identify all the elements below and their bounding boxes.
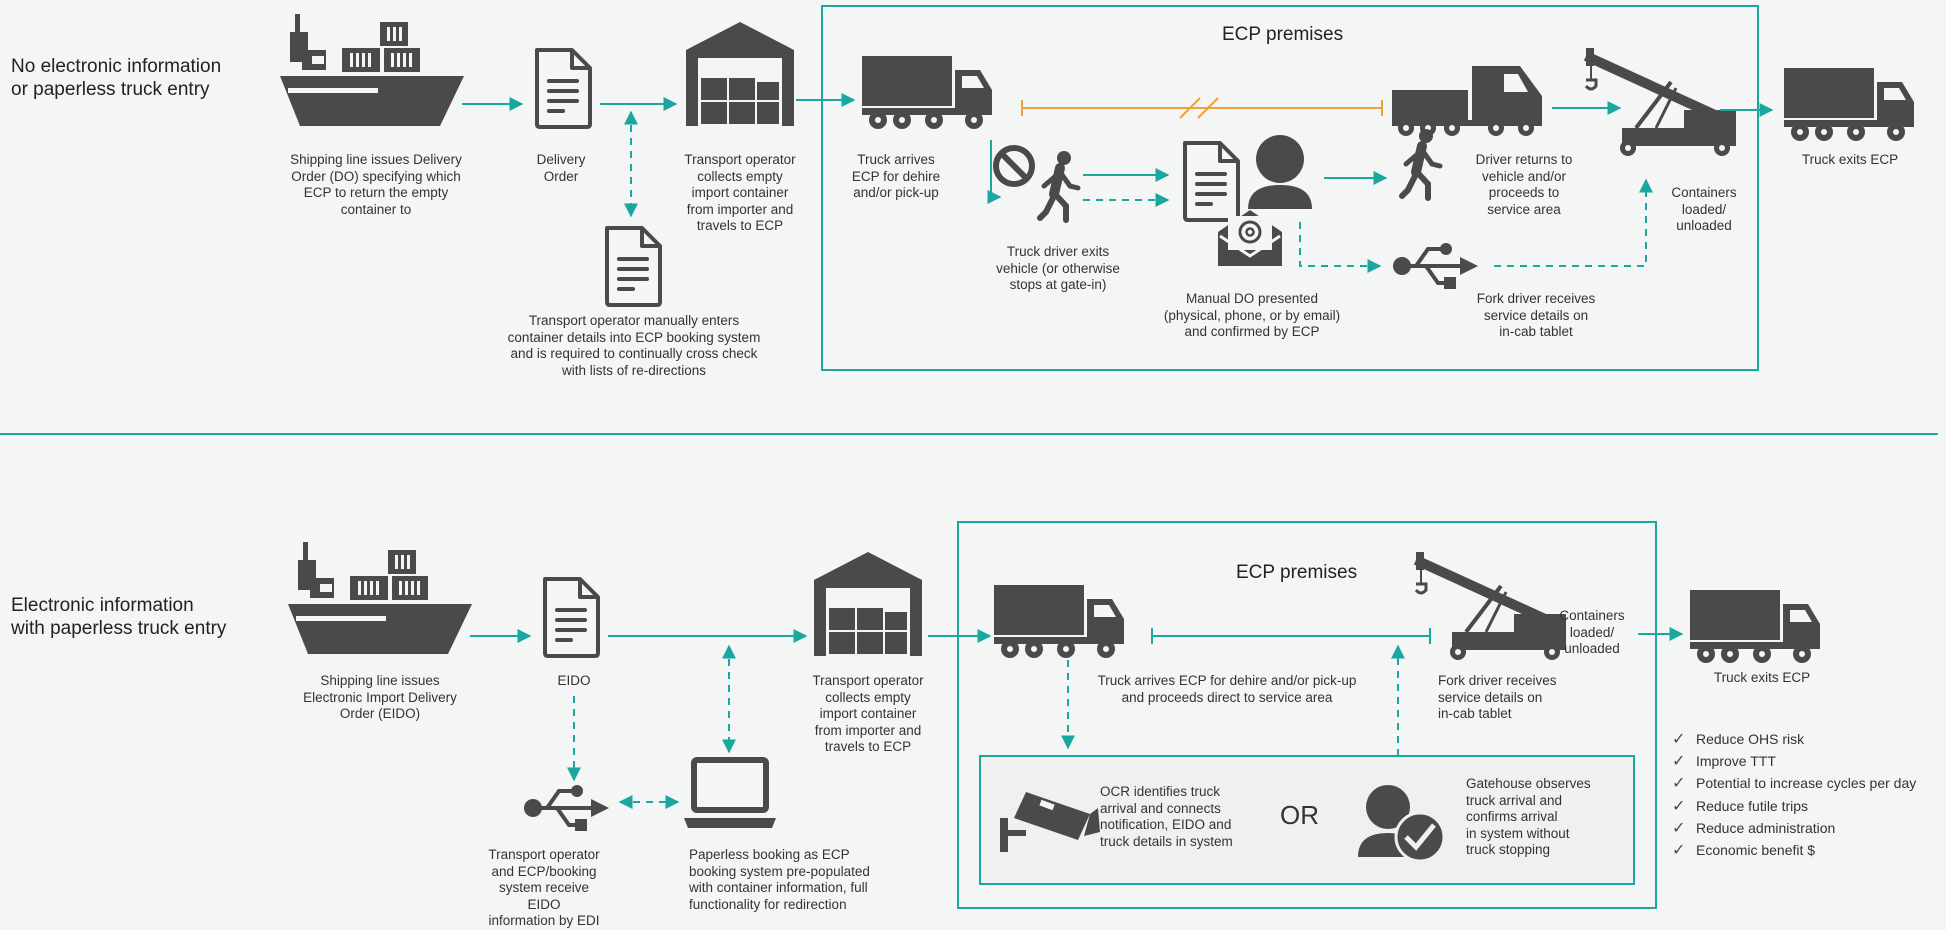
benefit-item: ✓Reduce OHS risk: [1672, 731, 1805, 749]
crane-icon: [1416, 552, 1566, 660]
warehouse-icon: [814, 552, 922, 656]
document-icon: [535, 48, 592, 129]
truck-icon: [994, 585, 1124, 658]
usb-icon: [1391, 241, 1480, 291]
caption-eido: EIDO: [557, 673, 591, 688]
document-icon: [1183, 141, 1240, 222]
benefit-item: ✓Economic benefit $: [1672, 842, 1816, 860]
document-icon: [543, 577, 600, 658]
benefit-item: ✓Reduce administration: [1672, 819, 1836, 837]
premises-label-bottom: ECP premises: [1236, 562, 1358, 583]
trailer-truck-icon: [1392, 66, 1542, 136]
truck-icon: [862, 56, 992, 129]
gate-bypass-line: [1021, 97, 1383, 119]
walking-person-icon: [1402, 129, 1440, 198]
checkmark-icon: ✓: [1672, 797, 1686, 815]
section-title-bottom: Electronic information with paperless tr…: [11, 595, 227, 639]
warehouse-icon: [686, 22, 794, 126]
checkmark-icon: ✓: [1672, 753, 1686, 771]
section-title-top: No electronic information or paperless t…: [11, 56, 222, 100]
checkmark-icon: ✓: [1672, 775, 1686, 793]
laptop-icon: [684, 760, 776, 828]
benefit-item: ✓Reduce futile trips: [1672, 797, 1809, 815]
person-icon: [1248, 135, 1312, 209]
caption-truck-arrives-bottom: Truck arrives ECP for dehire and/or pick…: [1097, 673, 1357, 705]
truck-icon: [1784, 68, 1914, 141]
premises-label-top: ECP premises: [1222, 24, 1344, 45]
document-icon: [605, 226, 662, 307]
checkmark-icon: ✓: [1672, 731, 1686, 749]
benefit-item: ✓Potential to increase cycles per day: [1672, 775, 1917, 793]
benefits-list: ✓Reduce OHS risk ✓Improve TTT ✓Potential…: [1672, 728, 1916, 861]
person-check-icon: [1358, 785, 1446, 863]
truck-icon: [1690, 590, 1820, 663]
walking-person-icon: [1040, 151, 1078, 220]
checkmark-icon: ✓: [1672, 842, 1686, 860]
ecp-premises-box-top: [821, 5, 1759, 371]
crane-icon: [1586, 48, 1736, 156]
cctv-camera-icon: [1000, 792, 1100, 852]
caption-truck-exits-bottom: Truck exits ECP: [1713, 670, 1811, 685]
ship-icon: [288, 542, 472, 654]
checkmark-icon: ✓: [1672, 819, 1686, 837]
or-label: OR: [1280, 800, 1319, 830]
ecp-premises-box-bottom: [957, 521, 1657, 909]
no-entry-icon: [993, 145, 1035, 187]
caption-manual-do: Manual DO presented(physical, phone, or …: [1163, 291, 1341, 339]
usb-icon: [522, 783, 611, 833]
benefit-item: ✓Improve TTT: [1672, 753, 1776, 771]
ship-icon: [280, 14, 464, 126]
caption-truck-exits-top: Truck exits ECP: [1801, 152, 1899, 167]
email-icon: [1218, 210, 1282, 266]
direct-route-line: [1151, 628, 1431, 644]
